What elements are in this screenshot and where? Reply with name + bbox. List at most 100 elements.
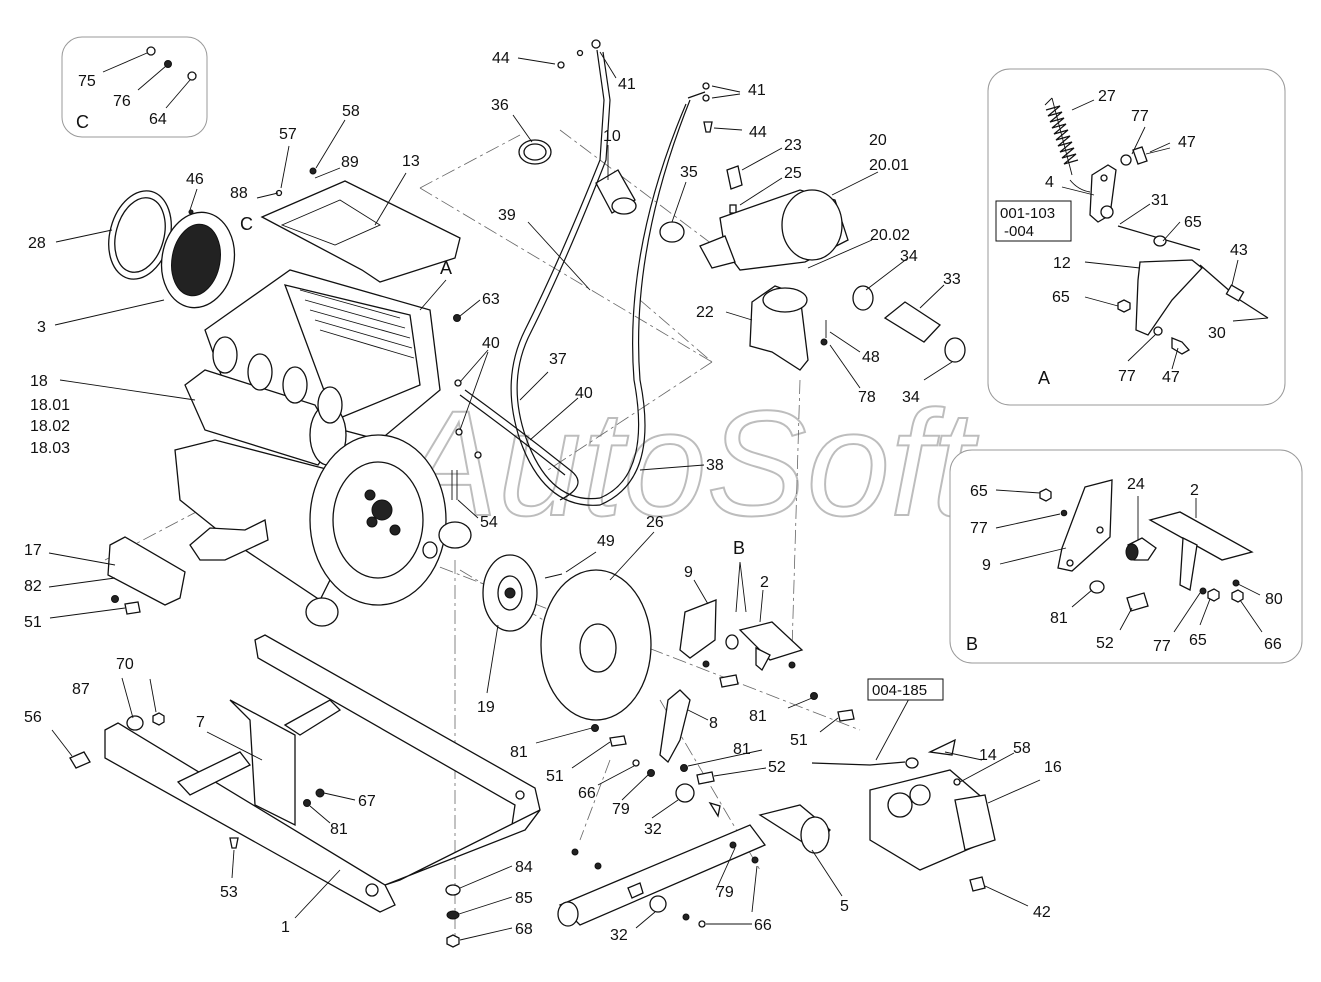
callout-label: 5 bbox=[840, 898, 849, 915]
callout-label: 20.02 bbox=[870, 227, 910, 244]
callout-label: 39 bbox=[498, 207, 516, 224]
callout-label: 70 bbox=[116, 656, 134, 673]
callout-label: 34 bbox=[900, 248, 918, 265]
callout-label: 44 bbox=[749, 124, 767, 141]
callout-label: 43 bbox=[1230, 242, 1248, 259]
inset-c-label: C bbox=[76, 112, 89, 132]
callout-label: 67 bbox=[358, 793, 376, 810]
callout-label: 79 bbox=[716, 884, 734, 901]
callout-label: 57 bbox=[279, 126, 297, 143]
ref-box-004-text: 004-185 bbox=[872, 682, 927, 699]
callout-label: 9 bbox=[684, 564, 693, 581]
callout-label: 56 bbox=[24, 709, 42, 726]
base-frame-1 bbox=[104, 722, 396, 913]
bracket-12 bbox=[1135, 259, 1203, 336]
callout-label: 46 bbox=[186, 171, 204, 188]
callout-label: 22 bbox=[696, 304, 714, 321]
callout-label: 19 bbox=[477, 699, 495, 716]
callout-label: 64 bbox=[149, 111, 167, 128]
callout-label: 53 bbox=[220, 884, 238, 901]
callout-label: 78 bbox=[858, 389, 876, 406]
callout-label: 77 bbox=[1153, 638, 1171, 655]
callout-label: 58 bbox=[342, 103, 360, 120]
callout-label: 3 bbox=[37, 319, 46, 336]
callout-label: 40 bbox=[482, 335, 500, 352]
callout-label: 27 bbox=[1098, 88, 1116, 105]
air-filter-group bbox=[518, 139, 966, 371]
callout-label: 76 bbox=[113, 93, 131, 110]
coupling-group bbox=[482, 554, 855, 818]
callout-label: 65 bbox=[1189, 632, 1207, 649]
inset-a: A 001-103 -004 bbox=[987, 68, 1286, 406]
bracket-17 bbox=[107, 536, 186, 606]
callout-label: 44 bbox=[492, 50, 510, 67]
engine-assembly bbox=[108, 167, 482, 627]
callout-label: 77 bbox=[1131, 108, 1149, 125]
callout-label: 1 bbox=[281, 919, 290, 936]
callout-label: 9 bbox=[982, 557, 991, 574]
callout-label: 23 bbox=[784, 137, 802, 154]
callout-label: 77 bbox=[970, 520, 988, 537]
callout-label: 7 bbox=[196, 714, 205, 731]
callout-label: 34 bbox=[902, 389, 920, 406]
callout-label: 12 bbox=[1053, 255, 1071, 272]
callout-label: 35 bbox=[680, 164, 698, 181]
callout-label: 40 bbox=[575, 385, 593, 402]
callout-labels: 75 76 64 44 41 41 44 36 10 35 23 25 20 2… bbox=[24, 50, 1283, 944]
callout-label: 54 bbox=[480, 514, 498, 531]
ref-box-004-185: 004-185 bbox=[867, 678, 944, 701]
callout-label: 18 bbox=[30, 373, 48, 390]
callout-label: 24 bbox=[1127, 476, 1145, 493]
callout-label: 47 bbox=[1178, 134, 1196, 151]
callout-label: 18.02 bbox=[30, 418, 70, 435]
callout-label: 28 bbox=[28, 235, 46, 252]
callout-label: 65 bbox=[1052, 289, 1070, 306]
plate-2 bbox=[1148, 511, 1254, 561]
callout-label: 81 bbox=[733, 741, 751, 758]
watermark: AutoSoft bbox=[390, 379, 979, 547]
callout-label: 51 bbox=[546, 768, 564, 785]
callout-label: 51 bbox=[790, 732, 808, 749]
inset-a-label: A bbox=[1038, 368, 1050, 388]
inset-c: C bbox=[61, 36, 208, 138]
callout-label: 58 bbox=[1013, 740, 1031, 757]
ref-box-001-line1: 001-103 bbox=[1000, 205, 1055, 222]
pipe-and-valve bbox=[557, 738, 996, 928]
callout-label: 82 bbox=[24, 578, 42, 595]
callout-label: 85 bbox=[515, 890, 533, 907]
callout-label: 87 bbox=[72, 681, 90, 698]
callout-label: 25 bbox=[784, 165, 802, 182]
callout-label: 32 bbox=[644, 821, 662, 838]
callout-label: 38 bbox=[706, 457, 724, 474]
callout-label: 80 bbox=[1265, 591, 1283, 608]
callout-label: 81 bbox=[510, 744, 528, 761]
callout-label: 66 bbox=[1264, 636, 1282, 653]
callout-label: 75 bbox=[78, 73, 96, 90]
callout-label: 81 bbox=[1050, 610, 1068, 627]
callout-label: 65 bbox=[970, 483, 988, 500]
callout-label: 47 bbox=[1162, 369, 1180, 386]
callout-label: 84 bbox=[515, 859, 533, 876]
callout-label: 52 bbox=[1096, 635, 1114, 652]
view-marker-a: A bbox=[440, 258, 452, 278]
callout-label: 81 bbox=[330, 821, 348, 838]
callout-label: 41 bbox=[618, 76, 636, 93]
callout-label: 81 bbox=[749, 708, 767, 725]
ref-box-001-line2: -004 bbox=[1004, 223, 1034, 240]
callout-label: 48 bbox=[862, 349, 880, 366]
leader-lines bbox=[48, 51, 1041, 941]
callout-label: 33 bbox=[943, 271, 961, 288]
callout-label: 52 bbox=[768, 759, 786, 776]
callout-label: 68 bbox=[515, 921, 533, 938]
callout-label: 14 bbox=[979, 747, 997, 764]
callout-label: 66 bbox=[754, 917, 772, 934]
callout-label: 66 bbox=[578, 785, 596, 802]
callout-label: 4 bbox=[1045, 174, 1054, 191]
hose-lines bbox=[459, 39, 713, 506]
callout-label: 36 bbox=[491, 97, 509, 114]
callout-label: 2 bbox=[1190, 482, 1199, 499]
cover-13 bbox=[260, 180, 461, 283]
callout-label: 20 bbox=[869, 132, 887, 149]
inset-b: B bbox=[949, 449, 1303, 664]
